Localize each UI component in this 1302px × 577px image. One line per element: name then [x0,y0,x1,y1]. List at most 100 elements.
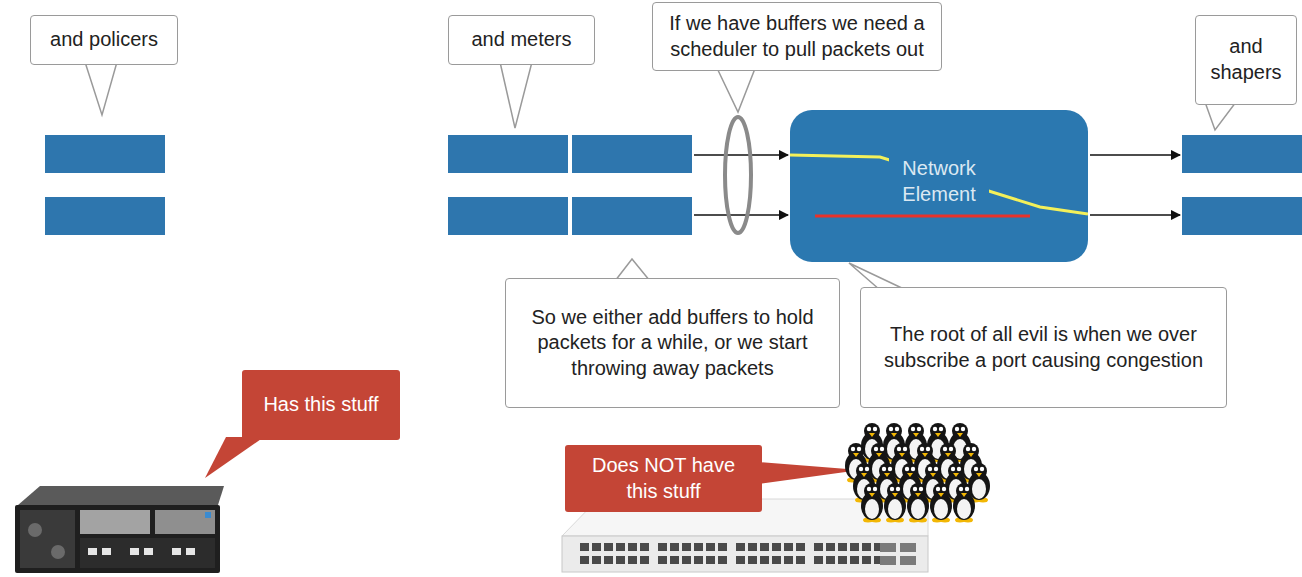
switch-sfp [880,543,896,552]
speech-bubble: So we either add buffers to hold packets… [505,278,840,408]
callout-text: If we have buffers we need a scheduler t… [663,11,931,62]
switch-port [850,543,859,551]
penguin-eye [903,447,907,451]
penguin-eye [857,447,861,451]
switch-sfp [900,556,916,565]
callout-text: Network Element [889,156,989,207]
router-card [80,510,150,534]
penguin-head [908,423,924,439]
callout-tail [500,62,532,128]
queue-block [572,197,692,235]
switch-port [628,556,637,564]
penguin-eye [911,427,915,431]
red-callout: Does NOT have this stuff [565,445,762,512]
penguin-eye [913,487,917,491]
penguin-head [948,463,964,479]
penguin-head [910,483,926,499]
penguin-beak [869,493,875,497]
switch-port [736,543,745,551]
switch-port [862,543,871,551]
switch-port [748,556,757,564]
penguin-beak [957,433,963,437]
penguin-beak [945,453,951,457]
callout-tail [758,462,860,484]
callout-tail [849,263,906,290]
callout-tail [85,62,117,115]
penguin [884,483,906,523]
flow-arrows [694,155,1180,215]
penguin-beak [913,433,919,437]
penguin-eye [882,467,886,471]
queue-block [45,135,165,173]
switch-port [640,543,649,551]
penguin-head [971,463,987,479]
penguin-eye [873,427,877,431]
switch-port [718,543,727,551]
penguin-body [884,492,906,520]
router-led [205,512,211,518]
red-callout: Has this stuff [242,370,400,440]
penguin-beak [853,453,859,457]
callout-tail [1205,102,1236,130]
callout-text: Has this stuff [263,392,378,418]
switch-port [658,556,667,564]
router-front [15,505,220,573]
switch-port [592,556,601,564]
callout-text: So we either add buffers to hold packets… [516,305,829,382]
penguin-belly [957,499,971,519]
queue-block [572,135,692,173]
penguin-eye [943,447,947,451]
penguin-beak [935,433,941,437]
switch-port [826,543,835,551]
router-psu [20,510,75,568]
speech-bubble: The root of all evil is when we over sub… [860,287,1227,408]
penguin-eye [980,467,984,471]
callout-text: and meters [471,27,571,53]
penguin-eye [928,467,932,471]
penguin-beak [891,433,897,437]
penguin-eye [867,427,871,431]
penguin-beak [899,453,905,457]
callout-tail [716,66,756,112]
penguin-eye [936,487,940,491]
router-port [102,548,111,555]
callout-tail [205,437,264,478]
penguin-beak [892,493,898,497]
callout-text: The root of all evil is when we over sub… [871,322,1216,373]
penguin-beak [976,473,982,477]
router-top [18,486,224,505]
penguin-eye [972,447,976,451]
flow-arrow [694,214,788,216]
penguin-eye [974,467,978,471]
switch-sfp [880,556,896,565]
switch-port [670,543,679,551]
penguin-eye [874,447,878,451]
router-fan [51,545,65,559]
switch-port [592,543,601,551]
penguin-beak [938,493,944,497]
switch-front [562,536,928,572]
queue-blocks [45,135,1302,235]
red-level-line [815,215,1030,218]
penguin-eye [911,467,915,471]
penguin-body [953,492,975,520]
penguin-eye [897,447,901,451]
penguin-eye [949,447,953,451]
penguin-eye [905,467,909,471]
switch-port [694,556,703,564]
penguin-beak [968,453,974,457]
penguin-head [887,483,903,499]
penguin-beak [884,473,890,477]
callout-text: and policers [50,27,158,53]
penguin-eye [951,467,955,471]
penguin-eye [966,447,970,451]
switch-port [694,543,703,551]
penguin-belly [888,499,902,519]
penguin-eye [880,447,884,451]
switch-sfp [900,543,916,552]
penguin-eye [920,447,924,451]
penguin-head [894,443,910,459]
switch-port [838,556,847,564]
penguin-eye [890,487,894,491]
router-card [80,538,215,568]
